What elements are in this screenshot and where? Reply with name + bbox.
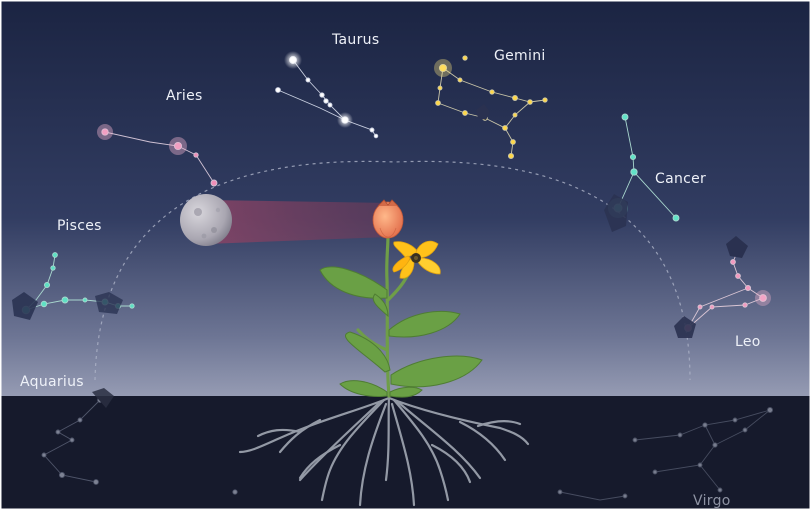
label-pisces: Pisces xyxy=(57,218,102,234)
moon xyxy=(180,194,232,246)
label-aries: Aries xyxy=(166,88,203,104)
label-leo: Leo xyxy=(735,334,761,350)
label-gemini: Gemini xyxy=(494,48,546,64)
label-aquarius: Aquarius xyxy=(20,374,84,390)
label-taurus: Taurus xyxy=(332,32,379,48)
label-virgo: Virgo xyxy=(693,493,731,509)
moon-beam xyxy=(206,200,388,244)
label-cancer: Cancer xyxy=(655,171,706,187)
